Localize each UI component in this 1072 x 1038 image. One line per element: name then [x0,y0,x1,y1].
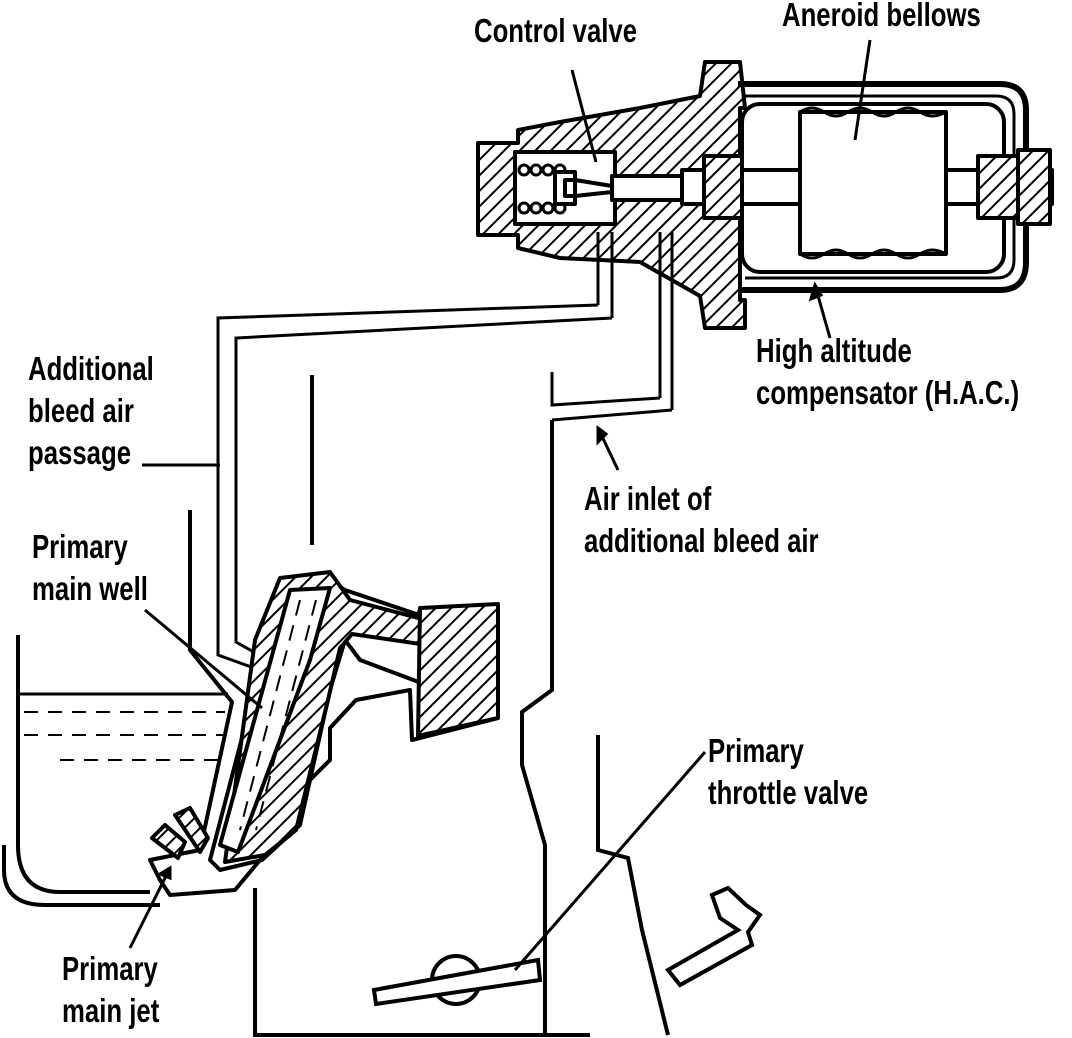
label-air-inlet: Air inlet of additional bleed air [584,480,819,559]
label-aneroid-bellows: Aneroid bellows [782,0,981,33]
leader-lines [128,39,872,971]
hac-housing [476,60,1054,410]
main-well-assembly [148,510,500,897]
label-primary-throttle-valve: Primary throttle valve [708,732,869,811]
throttle-valve [371,885,763,1007]
label-primary-main-jet: Primary main jet [62,950,160,1029]
label-hac: High altitude compensator (H.A.C.) [756,332,1020,411]
venturi-body [253,375,670,1037]
label-control-valve: Control valve [474,12,638,49]
label-primary-main-well: Primary main well [32,528,148,607]
label-bleed-air-passage: Additional bleed air passage [28,350,154,471]
float-bowl [2,635,228,907]
